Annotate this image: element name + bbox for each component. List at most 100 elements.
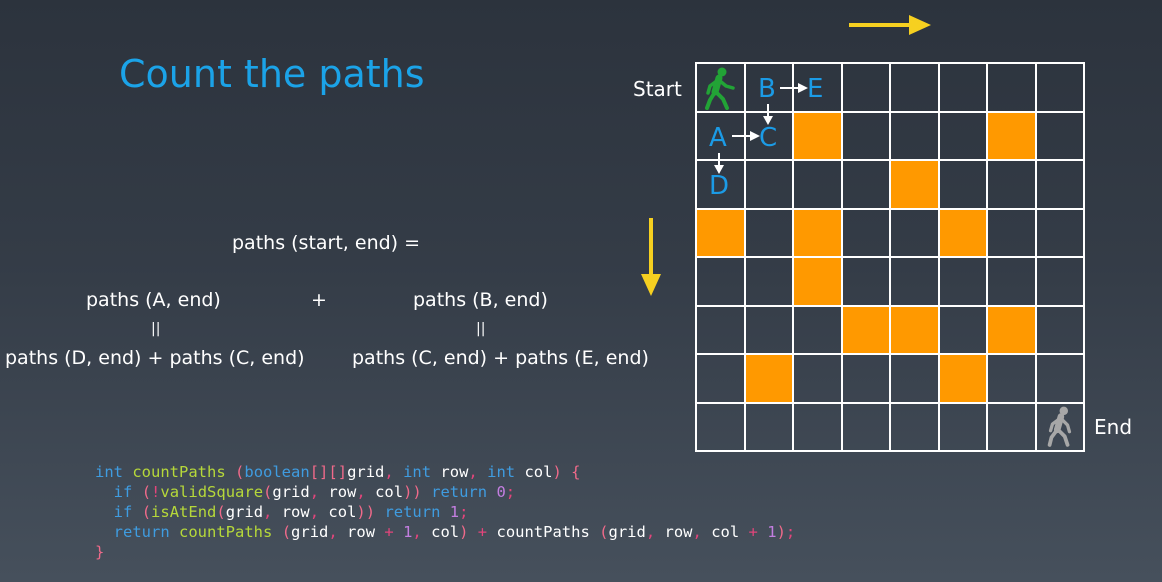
- code-token: return: [384, 503, 441, 521]
- code-token: grid: [291, 523, 329, 541]
- blocked-cell: [793, 257, 842, 306]
- code-token: [272, 503, 281, 521]
- code-token: col: [431, 523, 460, 541]
- page-title: Count the paths: [119, 52, 425, 96]
- code-token: grid: [272, 483, 310, 501]
- code-token: int countPaths (boolean[][]grid, int row…: [95, 463, 580, 481]
- code-token: return: [113, 523, 170, 541]
- end-label: End: [1094, 415, 1133, 439]
- code-token: +: [477, 523, 488, 541]
- code-token: return: [431, 483, 488, 501]
- grid-line-horizontal: [695, 207, 1085, 210]
- down-arrow-icon: [641, 218, 661, 296]
- formula-right-top: paths (B, end): [413, 289, 548, 311]
- code-token: ,: [412, 523, 422, 541]
- grid-line-horizontal: [695, 256, 1085, 258]
- grid-line-horizontal: [695, 110, 1085, 113]
- code-token: countPaths: [179, 523, 273, 541]
- code-token: ;: [505, 483, 516, 501]
- grid-line-horizontal: [695, 401, 1085, 404]
- code-token: countPaths: [496, 523, 590, 541]
- code-token: row: [347, 523, 376, 541]
- code-token: [95, 523, 114, 541]
- blocked-cell: [696, 208, 745, 257]
- code-token: ]: [319, 463, 329, 481]
- code-token: +: [384, 523, 394, 541]
- code-token: [375, 523, 384, 541]
- blocked-cell: [793, 111, 842, 160]
- code-token: if (isAtEnd(grid, row, col)) return 1;: [95, 503, 469, 521]
- code-block: int countPaths (boolean[][]grid, int row…: [95, 462, 795, 562]
- blocked-cell: [938, 208, 987, 257]
- code-token: [132, 483, 141, 501]
- code-token: [338, 523, 347, 541]
- code-line-2: if (!validSquare(grid, row, col)) return…: [95, 482, 795, 502]
- formula-right-eq: ||: [476, 321, 486, 337]
- blocked-cell: [744, 354, 793, 403]
- code-token: ,: [309, 483, 320, 501]
- code-token: ,: [692, 523, 702, 541]
- code-token: [440, 503, 449, 521]
- code-token: (: [216, 503, 226, 521]
- code-token: boolean: [244, 463, 310, 481]
- code-token: ,: [328, 523, 338, 541]
- code-token: validSquare: [160, 483, 264, 501]
- code-token: [170, 523, 179, 541]
- blocked-cell: [938, 354, 987, 403]
- code-token: ,: [645, 523, 656, 541]
- code-token: col: [328, 503, 357, 521]
- a-to-c-arrow-icon: [732, 131, 760, 141]
- code-token: int: [487, 463, 516, 481]
- code-token: [468, 523, 477, 541]
- code-token: col: [524, 463, 553, 481]
- code-token: ): [356, 503, 366, 521]
- label-a: A: [709, 123, 727, 153]
- code-token: [394, 523, 403, 541]
- code-token: row: [664, 523, 693, 541]
- code-token: return countPaths (grid, row + 1, col) +…: [95, 523, 796, 541]
- formula-plus: +: [311, 289, 327, 311]
- formula-left-eq: ||: [151, 321, 161, 337]
- b-to-c-arrow-icon: [763, 104, 773, 125]
- code-token: [590, 523, 599, 541]
- end-walker-icon: [1047, 406, 1072, 447]
- code-token: [422, 483, 431, 501]
- label-e: E: [807, 74, 824, 104]
- code-token: col: [375, 483, 404, 501]
- code-token: (: [141, 483, 152, 501]
- code-token: ): [776, 523, 786, 541]
- code-token: [132, 503, 141, 521]
- code-line-4: return countPaths (grid, row + 1, col) +…: [95, 522, 796, 542]
- code-token: ]: [337, 463, 348, 481]
- start-label: Start: [633, 77, 682, 101]
- code-token: }: [95, 543, 104, 561]
- code-token: [758, 523, 767, 541]
- code-token: ): [403, 483, 413, 501]
- code-token: col: [711, 523, 740, 541]
- label-b: B: [758, 74, 776, 104]
- code-token: [394, 463, 403, 481]
- grid-board: [695, 62, 1085, 452]
- code-token: [739, 523, 748, 541]
- blocked-cell: [841, 305, 890, 354]
- code-token: 1: [403, 523, 413, 541]
- code-token: [319, 503, 328, 521]
- code-token: ): [459, 523, 469, 541]
- code-token: [562, 463, 571, 481]
- code-token: if: [113, 483, 133, 501]
- a-to-d-arrow-icon: [714, 153, 724, 174]
- code-token: ): [412, 483, 422, 501]
- code-token: int: [403, 463, 432, 481]
- start-walker-icon: [705, 67, 735, 110]
- code-line-5: }: [95, 542, 795, 562]
- code-token: row: [328, 483, 357, 501]
- code-token: 0: [496, 483, 506, 501]
- grid-line-horizontal: [695, 450, 1085, 452]
- blocked-cell: [793, 208, 842, 257]
- formula-right-bottom: paths (C, end) + paths (E, end): [352, 347, 649, 369]
- code-line-1: int countPaths (boolean[][]grid, int row…: [95, 462, 795, 482]
- code-token: [: [328, 463, 338, 481]
- code-token: [655, 523, 664, 541]
- code-token: ): [552, 463, 562, 481]
- code-token: countPaths: [132, 463, 226, 481]
